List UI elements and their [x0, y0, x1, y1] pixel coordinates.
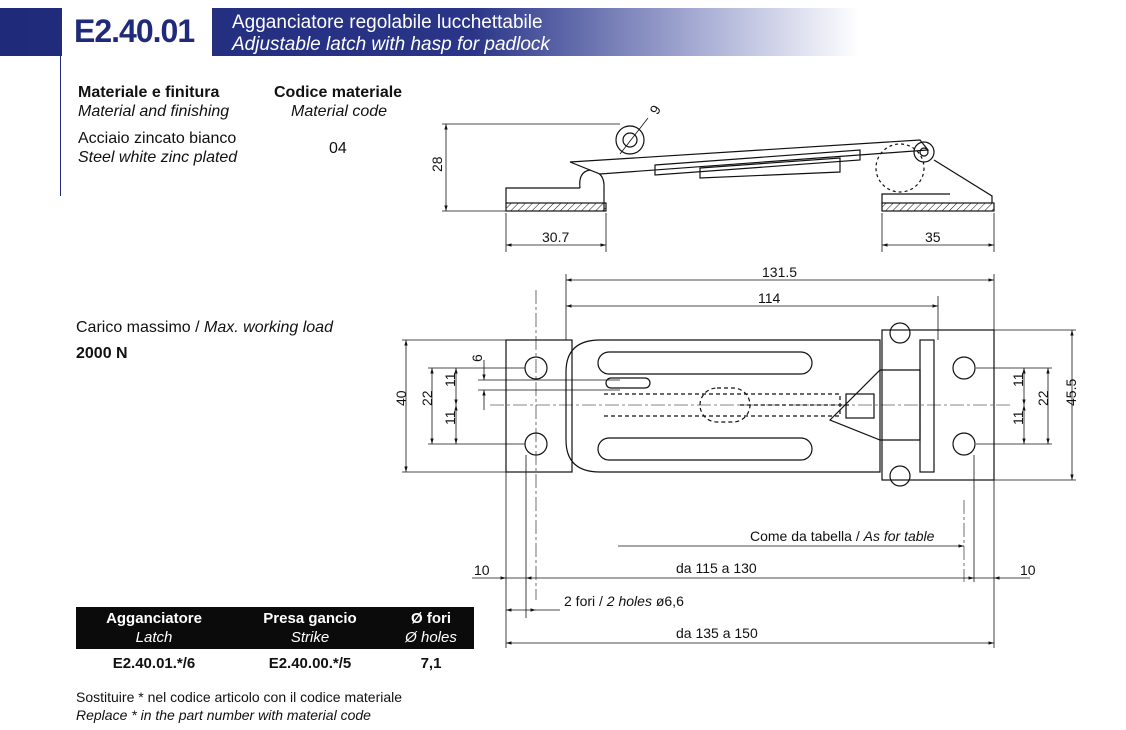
leader-9 — [619, 117, 649, 155]
latch-base-section — [881, 202, 995, 212]
inner-slot — [605, 377, 651, 389]
top-view — [505, 322, 995, 487]
dim-6-text: 6 — [469, 354, 485, 362]
table-row: E2.40.01.*/6 E2.40.00.*/5 7,1 — [76, 649, 474, 672]
holes-en: 2 holes — [606, 593, 652, 609]
material-label-it: Materiale e finitura — [78, 84, 220, 101]
latch-spring — [699, 157, 841, 179]
note-en: Replace * in the part number with materi… — [76, 707, 371, 723]
dim-11-left-top-text: 11 — [442, 372, 458, 387]
dim-114-text: 114 — [758, 290, 781, 306]
dim-10-right-text: 10 — [1020, 562, 1036, 578]
title-italian: Agganciatore regolabile lucchettabile — [232, 12, 543, 33]
hinge-knuckle-top — [889, 322, 911, 344]
load-label-en: Max. working load — [204, 319, 333, 336]
holes-dia: ø6,6 — [656, 593, 684, 609]
dim-115-130-text: da 115 a 130 — [676, 560, 757, 576]
material-value-it: Acciaio zincato bianco — [78, 130, 237, 147]
dim-35-text: 35 — [925, 229, 941, 245]
table-cell-strike: E2.40.00.*/5 — [268, 655, 352, 672]
slot-bottom — [597, 437, 813, 461]
right-bracket — [933, 159, 993, 203]
load-label-it: Carico massimo / — [76, 319, 205, 336]
latch-hole-top — [952, 356, 976, 380]
latch-arm — [569, 139, 930, 175]
table-cell-holes: 7,1 — [420, 655, 442, 672]
dim-9-text: 9 — [646, 102, 664, 117]
code-label-en: Material code — [291, 103, 388, 120]
material-label-en: Material and finishing — [78, 103, 230, 120]
dim-11-left-bottom-text: 11 — [442, 410, 458, 425]
screw-head — [845, 393, 875, 419]
strike-plate — [505, 339, 573, 473]
dim-11-right-bottom-text: 11 — [1010, 410, 1026, 425]
dim-11-right-top-text: 11 — [1010, 372, 1026, 387]
dim-28-text: 28 — [429, 156, 445, 172]
dim-135-150-text: da 135 a 150 — [676, 625, 758, 641]
side-rule — [60, 56, 61, 196]
hinge-knuckle-bottom — [889, 465, 911, 487]
hinge-bar — [919, 339, 935, 473]
table-cell-latch: E2.40.01.*/6 — [112, 655, 196, 672]
title-english: Adjustable latch with hasp for padlock — [232, 34, 550, 55]
code-box — [62, 8, 212, 56]
hook-eye — [615, 125, 645, 155]
pivot-pin — [919, 147, 929, 157]
dim-40-text: 40 — [393, 390, 409, 406]
strike-base-section — [505, 202, 607, 212]
pivot-arc — [875, 143, 925, 193]
as-table-en: As for table — [863, 528, 935, 544]
dim-10-left-text: 10 — [474, 562, 490, 578]
note-it: Sostituire * nel codice articolo con il … — [76, 689, 403, 705]
material-value-en: Steel white zinc plated — [78, 149, 238, 166]
latch-inner — [654, 149, 861, 176]
code-label-it: Codice materiale — [274, 84, 403, 101]
holes-it: 2 fori / — [564, 593, 607, 609]
dim-22-left-text: 22 — [419, 390, 435, 406]
dim-131-5-text: 131.5 — [762, 264, 797, 280]
dim-45-5-text: 45.5 — [1063, 379, 1079, 406]
holes-text: 2 fori / 2 holes ø6,6 — [564, 593, 684, 609]
dim-22-right-text: 22 — [1035, 390, 1051, 406]
code-value: 04 — [329, 140, 347, 157]
latch-body — [565, 339, 881, 473]
pivot-circle — [913, 141, 935, 163]
latch-hole-bottom — [952, 432, 976, 456]
hook-eye-hole — [622, 132, 638, 148]
strike-profile — [505, 187, 580, 203]
as-table-text: Come da tabella / As for table — [750, 528, 935, 544]
dim-30-7-text: 30.7 — [542, 229, 569, 245]
side-view — [505, 125, 995, 212]
product-code: E2.40.01 — [74, 13, 195, 49]
load-label: Carico massimo / Max. working load — [76, 319, 333, 337]
as-table-it: Come da tabella / — [750, 528, 864, 544]
load-value: 2000 N — [76, 345, 128, 362]
latch-base-top — [881, 193, 950, 203]
slot-top — [597, 351, 813, 375]
